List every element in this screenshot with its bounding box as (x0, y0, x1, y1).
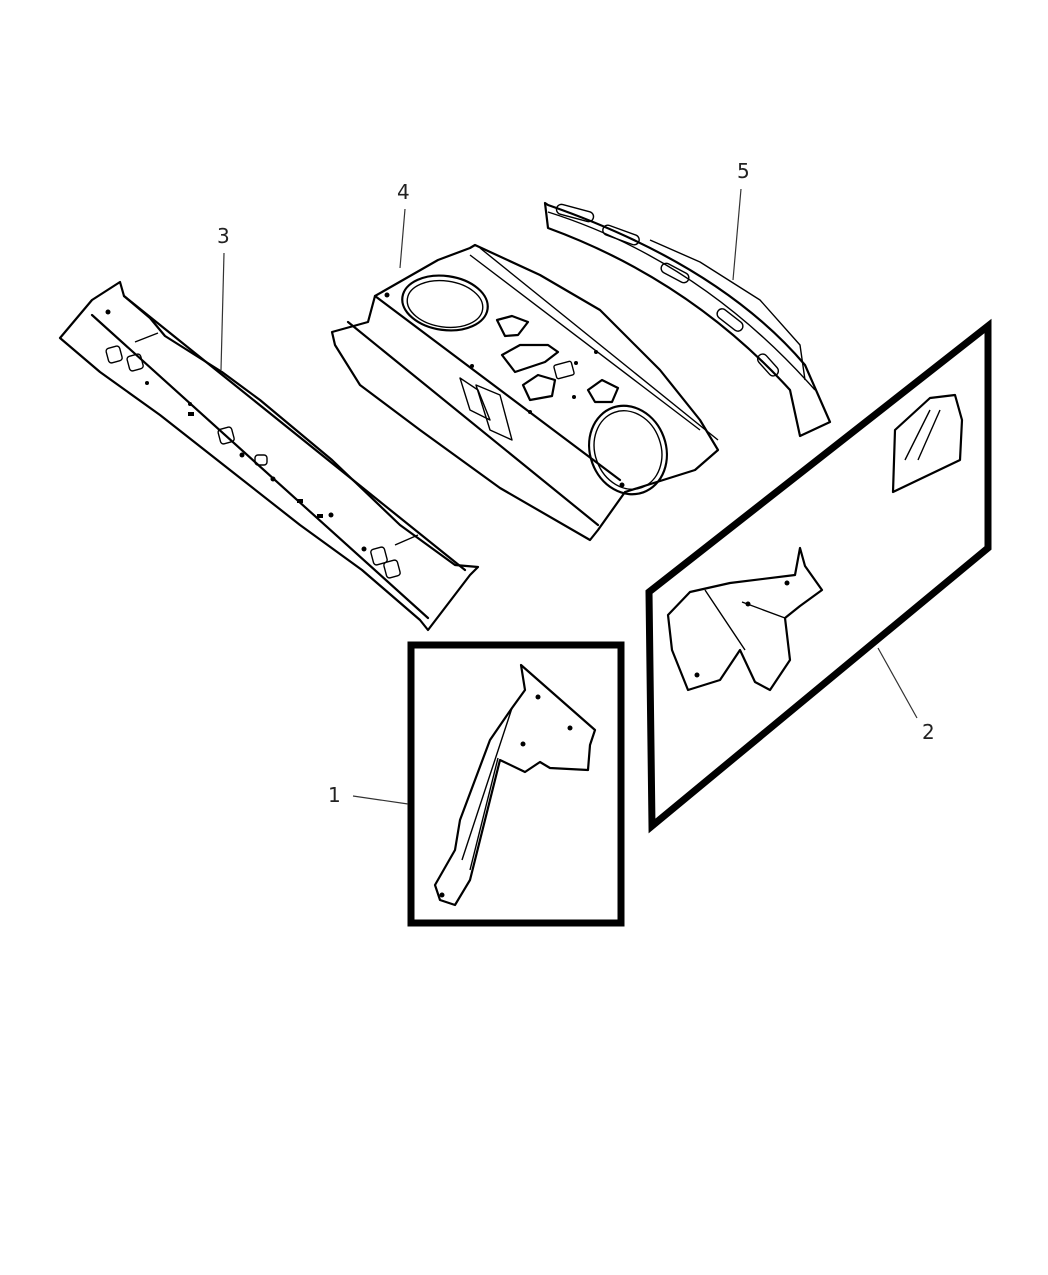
leader-lines (220, 188, 918, 805)
callout-2: 2 (922, 720, 935, 744)
callout-1: 1 (328, 783, 341, 807)
callout-3: 3 (217, 224, 230, 248)
callout-4: 4 (397, 180, 410, 204)
part-5-curved-rail (543, 201, 832, 438)
part-1-inset (407, 641, 625, 927)
part-3-crossmember (58, 280, 480, 632)
callout-5: 5 (737, 159, 750, 183)
part-2-inset (645, 318, 992, 834)
part-4-shelf-panel (330, 243, 720, 542)
